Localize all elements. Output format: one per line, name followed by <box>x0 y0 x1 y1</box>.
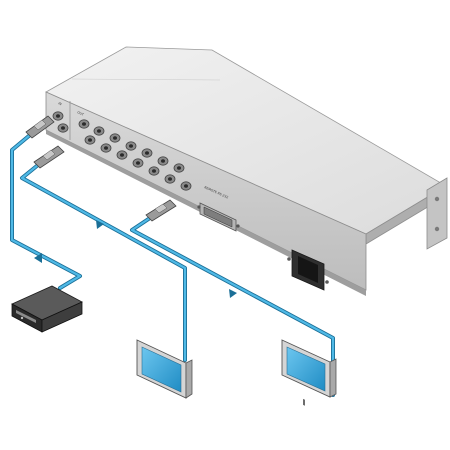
bnc-plug-icon <box>145 199 177 222</box>
display-monitor-icon <box>281 339 337 398</box>
rack-screw-hole <box>434 196 440 202</box>
signal-arrow-icon <box>229 289 237 298</box>
bnc-connector-icon <box>125 141 137 151</box>
bnc-connector-icon <box>93 126 105 136</box>
bnc-connectors <box>52 111 192 191</box>
bnc-connector-icon <box>132 158 144 168</box>
bnc-connector-icon <box>141 148 153 158</box>
rack-screw-hole <box>434 226 440 232</box>
bnc-connector-icon <box>52 111 64 121</box>
signal-arrow-icon <box>34 253 42 263</box>
output-group-label: OUT <box>77 110 85 116</box>
bnc-connector-icon <box>164 174 176 184</box>
bnc-connector-icon <box>109 133 121 143</box>
bnc-connector-icon <box>100 143 112 153</box>
output-cable-1 <box>20 163 187 362</box>
display-monitor-icon <box>136 339 193 399</box>
video-source-player-icon <box>11 285 83 333</box>
signal-arrows <box>34 220 237 298</box>
bnc-connector-icon <box>148 166 160 176</box>
bnc-connector-icon <box>78 119 90 129</box>
bnc-plug-icon <box>25 115 55 139</box>
power-inlet-icon <box>287 249 329 406</box>
bnc-connector-icon <box>173 163 185 173</box>
signal-arrow-icon <box>96 220 104 229</box>
bnc-connector-icon <box>116 150 128 160</box>
bnc-connector-icon <box>180 181 192 191</box>
distribution-amplifier: IN OUT REMOTE RS-232 <box>45 46 448 406</box>
bnc-connector-icon <box>84 135 96 145</box>
rack-ear <box>426 177 448 250</box>
db-connector-icon <box>197 202 240 232</box>
bnc-plug-icon <box>33 145 65 169</box>
bnc-connector-icon <box>157 156 169 166</box>
cable-plugs <box>25 115 177 222</box>
bnc-connector-icon <box>57 123 69 133</box>
input-group-label: IN <box>58 101 63 106</box>
chassis-seam <box>71 78 221 81</box>
